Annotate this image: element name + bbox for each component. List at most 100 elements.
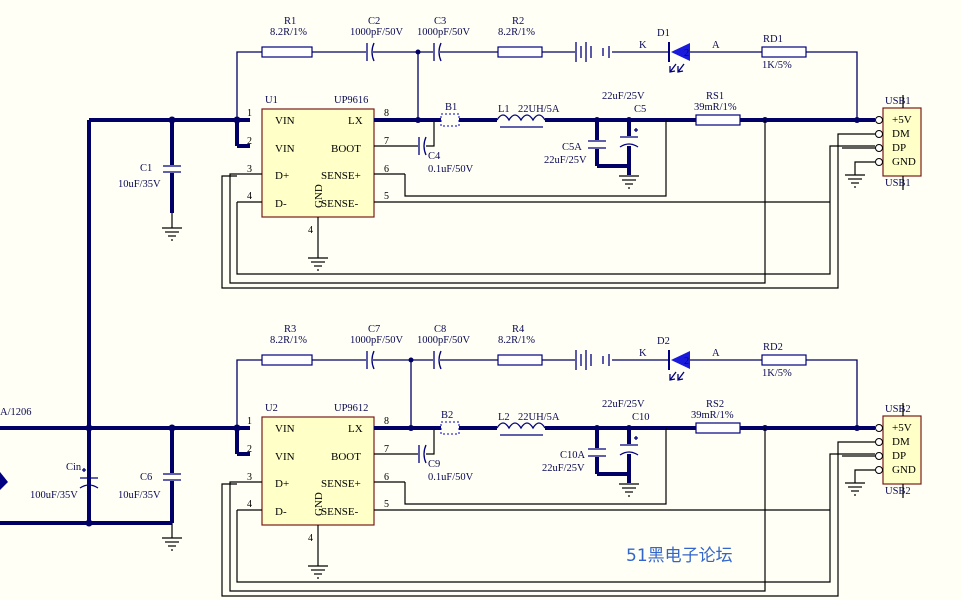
u1-pin5-num: 5 xyxy=(384,191,389,202)
c1-ref: C1 xyxy=(140,163,152,174)
r1-ref: R1 xyxy=(284,16,296,27)
c3-value: 1000pF/50V xyxy=(417,27,471,38)
cin-value: 100uF/35V xyxy=(30,490,78,501)
u2-pin2-name: VIN xyxy=(275,451,295,463)
u1-pin-labels: 1 VIN 2 VIN 3 D+ 4 D- 8 LX 7 BOOT 6 SENS… xyxy=(247,108,389,236)
usb1-pin-dm: DM xyxy=(892,128,910,140)
usb2-ref-bottom: USB2 xyxy=(885,486,911,497)
rs1-value: 39mR/1% xyxy=(694,102,737,113)
c5-value: 22uF/25V xyxy=(602,91,645,102)
u1-pin3-name: D+ xyxy=(275,170,289,182)
capacitor-c1: C1 10uF/35V xyxy=(118,120,181,228)
u1-gnd-num: 4 xyxy=(308,225,313,236)
u2-pin6-name: SENSE+ xyxy=(321,478,361,490)
r4-ref: R4 xyxy=(512,324,525,335)
ground-symbol xyxy=(162,227,182,241)
u2-pin4-name: D- xyxy=(275,506,287,518)
b2-ref: B2 xyxy=(441,410,453,421)
u2-pin1-name: VIN xyxy=(275,423,295,435)
c6-ref: C6 xyxy=(140,472,152,483)
u2-pin-labels: 1 VIN 2 VIN 3 D+ 4 D- 8 LX 7 BOOT 6 SENS… xyxy=(247,416,389,544)
ic-u2 xyxy=(261,416,375,526)
c10a-value: 22uF/25V xyxy=(542,463,585,474)
u2-pin5-name: SENSE- xyxy=(321,506,359,518)
r2-ref: R2 xyxy=(512,16,524,27)
u2-pin8-num: 8 xyxy=(384,416,389,427)
channel-2-labels: R3 8.2R/1% C7 1000pF/50V C8 1000pF/50V R… xyxy=(265,324,916,497)
c6-value: 10uF/35V xyxy=(118,490,161,501)
u1-pin1-num: 1 xyxy=(247,108,252,119)
u2-pin5-num: 5 xyxy=(384,499,389,510)
u1-part: UP9616 xyxy=(334,95,368,106)
usb2-pin-5v: +5V xyxy=(892,422,912,434)
u2-gnd-name: GND xyxy=(313,492,325,516)
u2-pin3-name: D+ xyxy=(275,478,289,490)
u2-ref: U2 xyxy=(265,403,278,414)
usb2-pin-gnd: GND xyxy=(892,464,916,476)
c5a-value: 22uF/25V xyxy=(544,155,587,166)
c5-ref: C5 xyxy=(634,104,646,115)
u1-pin7-num: 7 xyxy=(384,136,389,147)
usb1-pin-dp: DP xyxy=(892,142,906,154)
u1-gnd-name: GND xyxy=(313,184,325,208)
usb2-pin-dm: DM xyxy=(892,436,910,448)
rd1-ref: RD1 xyxy=(763,34,783,45)
u1-pin5-name: SENSE- xyxy=(321,198,359,210)
rs1-ref: RS1 xyxy=(706,91,724,102)
u2-pin2-num: 2 xyxy=(247,444,252,455)
u1-pin6-num: 6 xyxy=(384,164,389,175)
r4-value: 8.2R/1% xyxy=(498,335,535,346)
u1-pin1-name: VIN xyxy=(275,115,295,127)
usb1-ref-bottom: USB1 xyxy=(885,178,911,189)
d2-k: K xyxy=(639,348,647,359)
c10-ref: C10 xyxy=(632,412,650,423)
u2-pin3-num: 3 xyxy=(247,472,252,483)
c2-ref: C2 xyxy=(368,16,380,27)
resistor-r-top xyxy=(261,46,313,58)
c5a-ref: C5A xyxy=(562,142,582,153)
u1-pin2-num: 2 xyxy=(247,136,252,147)
u1-pin3-num: 3 xyxy=(247,164,252,175)
u2-pin1-num: 1 xyxy=(247,416,252,427)
u1-pin4-num: 4 xyxy=(247,191,252,202)
c2-value: 1000pF/50V xyxy=(350,27,404,38)
u2-pin6-num: 6 xyxy=(384,472,389,483)
rd2-value: 1K/5% xyxy=(762,368,792,379)
rs2-ref: RS2 xyxy=(706,399,724,410)
usb1-pin-5v: +5V xyxy=(892,114,912,126)
forum-watermark: 51黑电子论坛 xyxy=(626,546,733,566)
r3-value: 8.2R/1% xyxy=(270,335,307,346)
r1-value: 8.2R/1% xyxy=(270,27,307,38)
capacitor-c6: C6 10uF/35V xyxy=(118,428,181,538)
d1-ref: D1 xyxy=(657,28,670,39)
u1-pin4-name: D- xyxy=(275,198,287,210)
u2-pin4-num: 4 xyxy=(247,499,252,510)
partial-symbol xyxy=(0,472,8,490)
cin-ref: Cin xyxy=(66,462,82,473)
u1-pin2-name: VIN xyxy=(275,143,295,155)
channel-1-labels: R1 8.2R/1% C2 1000pF/50V C3 1000pF/50V R… xyxy=(265,16,916,189)
u1-pin8-num: 8 xyxy=(384,108,389,119)
c1-value: 10uF/35V xyxy=(118,179,161,190)
u2-pin7-name: BOOT xyxy=(331,451,361,463)
u2-pin7-num: 7 xyxy=(384,444,389,455)
c3-ref: C3 xyxy=(434,16,446,27)
usb1-pin-gnd: GND xyxy=(892,156,916,168)
channel-2 xyxy=(221,350,922,597)
capacitor-cin: Cin 100uF/35V xyxy=(30,428,99,501)
l2-value: 22UH/5A xyxy=(518,412,560,423)
d2-a: A xyxy=(712,348,720,359)
b1-ref: B1 xyxy=(445,102,457,113)
c9-ref: C9 xyxy=(428,459,440,470)
c8-ref: C8 xyxy=(434,324,446,335)
r2-value: 8.2R/1% xyxy=(498,27,535,38)
d1-pin2: 2 xyxy=(684,48,689,59)
d1-k: K xyxy=(639,40,647,51)
rd2-ref: RD2 xyxy=(763,342,783,353)
u2-part: UP9612 xyxy=(334,403,368,414)
u1-ref: U1 xyxy=(265,95,278,106)
ground-symbol xyxy=(162,537,182,551)
d2-pin2: 2 xyxy=(684,356,689,367)
usb2-ref-top: USB2 xyxy=(885,404,911,415)
rd1-value: 1K/5% xyxy=(762,60,792,71)
